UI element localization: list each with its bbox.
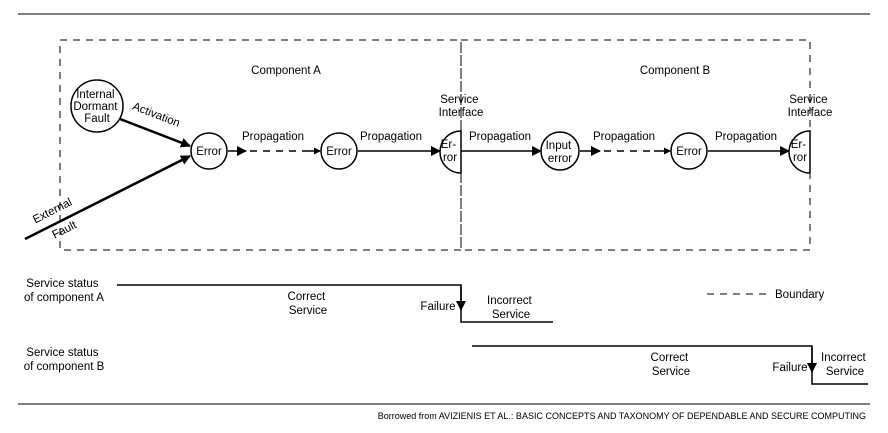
source-caption: Borrowed from AVIZIENIS ET AL.: BASIC CO… [378, 411, 866, 421]
interface-error-a-node [439, 130, 462, 174]
error-node-3-label: Error [676, 146, 702, 158]
input-error-node [540, 131, 580, 171]
input-error-label: Input error [546, 140, 575, 165]
error-node-2 [320, 132, 358, 170]
external-fault-label: Fault [51, 219, 80, 242]
service-status-b-label: Service status of component B [24, 347, 105, 373]
propagation-label-1: Propagation [242, 131, 304, 143]
incorrect-service-a-label: Incorrect Service [487, 295, 535, 321]
failure-a-label: Failure [420, 301, 455, 313]
boundary-legend-label: Boundary [775, 289, 824, 301]
service-interface-b-label: Service Interface [788, 94, 833, 119]
error-node-1-label: Error [196, 146, 222, 158]
activation-arrow [119, 117, 191, 148]
interface-error-a-label: Er- ror [441, 139, 460, 164]
propagation-label-2: Propagation [360, 131, 422, 143]
service-status-a-label: Service status of component A [24, 278, 104, 304]
failure-b-label: Failure [772, 362, 807, 374]
propagation-label-3: Propagation [469, 131, 531, 143]
component-a-boundary [59, 39, 462, 251]
incorrect-service-b-label: Incorrect Service [821, 352, 869, 378]
interface-error-b-node [788, 130, 811, 174]
propagation-label-5: Propagation [715, 131, 777, 143]
error-node-1 [190, 132, 228, 170]
component-b-title: Component B [640, 65, 711, 77]
component-a-title: Component A [251, 65, 321, 77]
error-node-2-label: Error [326, 146, 352, 158]
internal-dormant-fault-label: Internal Dormant Fault [73, 89, 120, 125]
correct-service-a-label: Correct Service [288, 291, 329, 317]
service-interface-a-label: Service Interface [439, 94, 484, 119]
correct-service-b-label: Correct Service [651, 352, 692, 378]
external-fault-arrow [24, 154, 191, 241]
component-b-boundary [460, 39, 811, 251]
internal-dormant-fault-node [70, 79, 124, 133]
propagation-label-4: Propagation [593, 131, 655, 143]
error-node-3 [670, 132, 708, 170]
interface-error-b-label: Er- ror [791, 139, 810, 164]
